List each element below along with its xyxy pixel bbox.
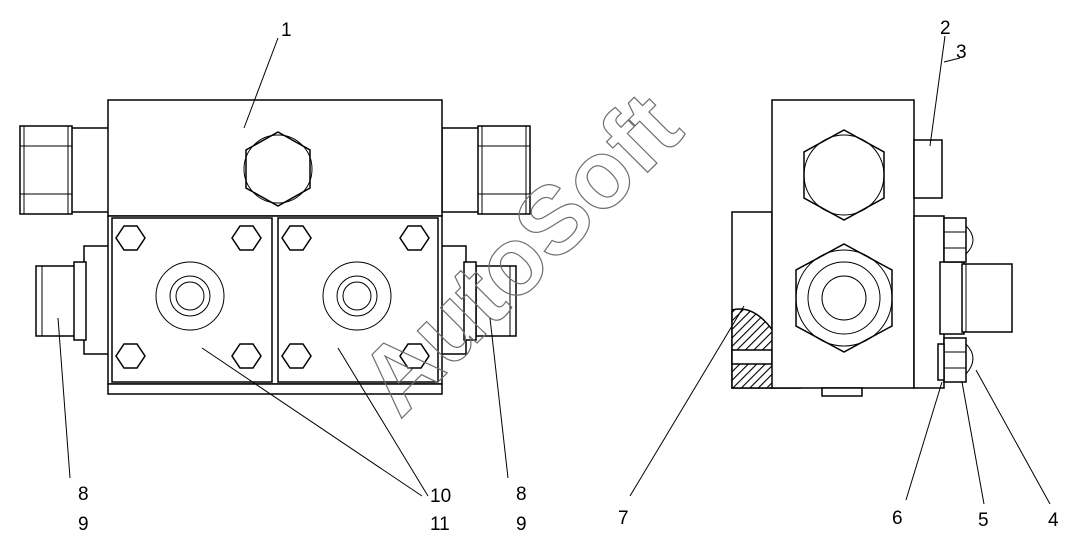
side-view — [731, 99, 1013, 397]
callout-1: 1 — [281, 20, 292, 41]
cover-plate-right — [277, 217, 439, 383]
hex-plug-front — [245, 131, 311, 207]
sectioned-housing — [731, 211, 802, 389]
lock-nut-4-5-6 — [937, 337, 974, 383]
callout-2: 2 — [940, 18, 951, 39]
callout-8-right: 8 — [516, 484, 527, 505]
fitting-8-9-right — [439, 245, 517, 355]
callout-3: 3 — [956, 42, 967, 63]
base-plate — [107, 383, 443, 395]
left-side-fitting — [19, 125, 111, 215]
hex-plug-side-top — [803, 129, 885, 221]
callout-8-left: 8 — [78, 484, 89, 505]
callout-11: 11 — [430, 514, 450, 535]
bottom-boss — [821, 387, 863, 397]
plug-2-3 — [913, 139, 943, 199]
callout-9-right: 9 — [516, 514, 527, 535]
callout-7: 7 — [618, 508, 629, 529]
callout-6: 6 — [892, 508, 903, 529]
callout-5: 5 — [978, 510, 989, 531]
callout-10: 10 — [430, 486, 451, 507]
leader-lines — [57, 35, 1051, 505]
front-view — [19, 99, 531, 395]
callout-9-left: 9 — [78, 514, 89, 535]
cover-plate-left — [111, 217, 273, 383]
callout-labels: 1 2 3 7 8 9 10 11 8 9 6 5 4 — [78, 18, 1059, 535]
right-side-fitting — [441, 125, 531, 215]
fitting-8-9-left — [35, 245, 111, 355]
callout-4: 4 — [1048, 510, 1059, 531]
